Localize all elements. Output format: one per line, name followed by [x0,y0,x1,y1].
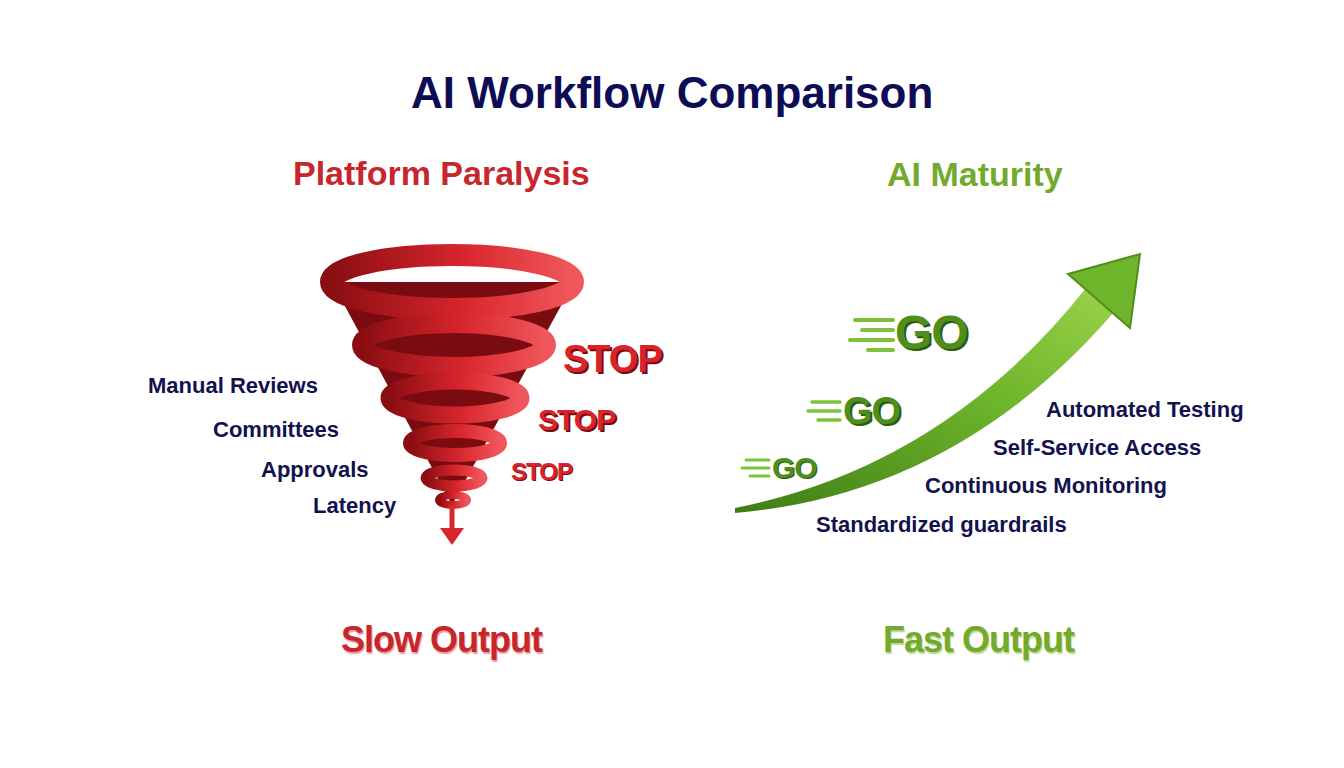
down-arrow-shaft [450,505,455,532]
stage-label: Approvals [261,457,369,482]
funnel-band [362,323,546,367]
diagram-title: AI Workflow Comparison [411,68,933,119]
funnel-band [331,255,573,309]
funnel-band [410,431,500,455]
section-heading: AI Maturity [887,155,1063,194]
outcome-label: Fast Output [883,619,1074,660]
stage-label: Manual Reviews [148,373,318,398]
funnel-band [439,495,467,505]
stop-badge: STOP [538,403,615,438]
funnel-band [426,470,482,486]
outcome-label: Slow Output [341,619,542,660]
stage-label: Committees [213,417,339,442]
practice-label: Self-Service Access [993,435,1201,460]
arrow-head [1068,254,1140,328]
practice-label: Automated Testing [1046,397,1244,422]
stage-label: Latency [313,493,396,518]
practice-label: Standardized guardrails [816,512,1067,537]
go-badge: GO [895,305,968,360]
practice-label: Continuous Monitoring [925,473,1167,498]
stop-badge: STOP [563,338,662,382]
funnel-band [389,381,521,415]
stop-badge: STOP [511,458,572,486]
section-heading: Platform Paralysis [293,154,590,193]
down-arrow-head [440,528,464,545]
go-badge: GO [772,451,817,486]
go-badge: GO [843,390,900,434]
